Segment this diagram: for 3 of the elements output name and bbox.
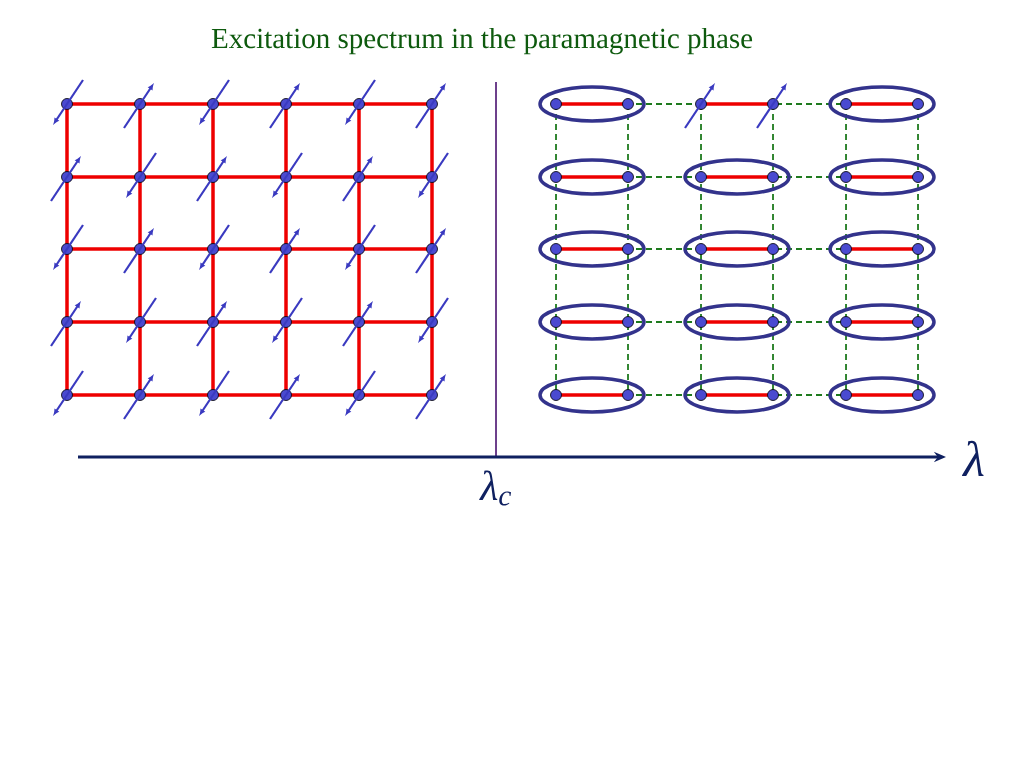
axis-label: λ: [961, 440, 984, 476]
axis-label: λ$_{c}$: [479, 470, 512, 506]
title: Excitation spectrum in the paramagnetic phase: [211, 27, 753, 55]
